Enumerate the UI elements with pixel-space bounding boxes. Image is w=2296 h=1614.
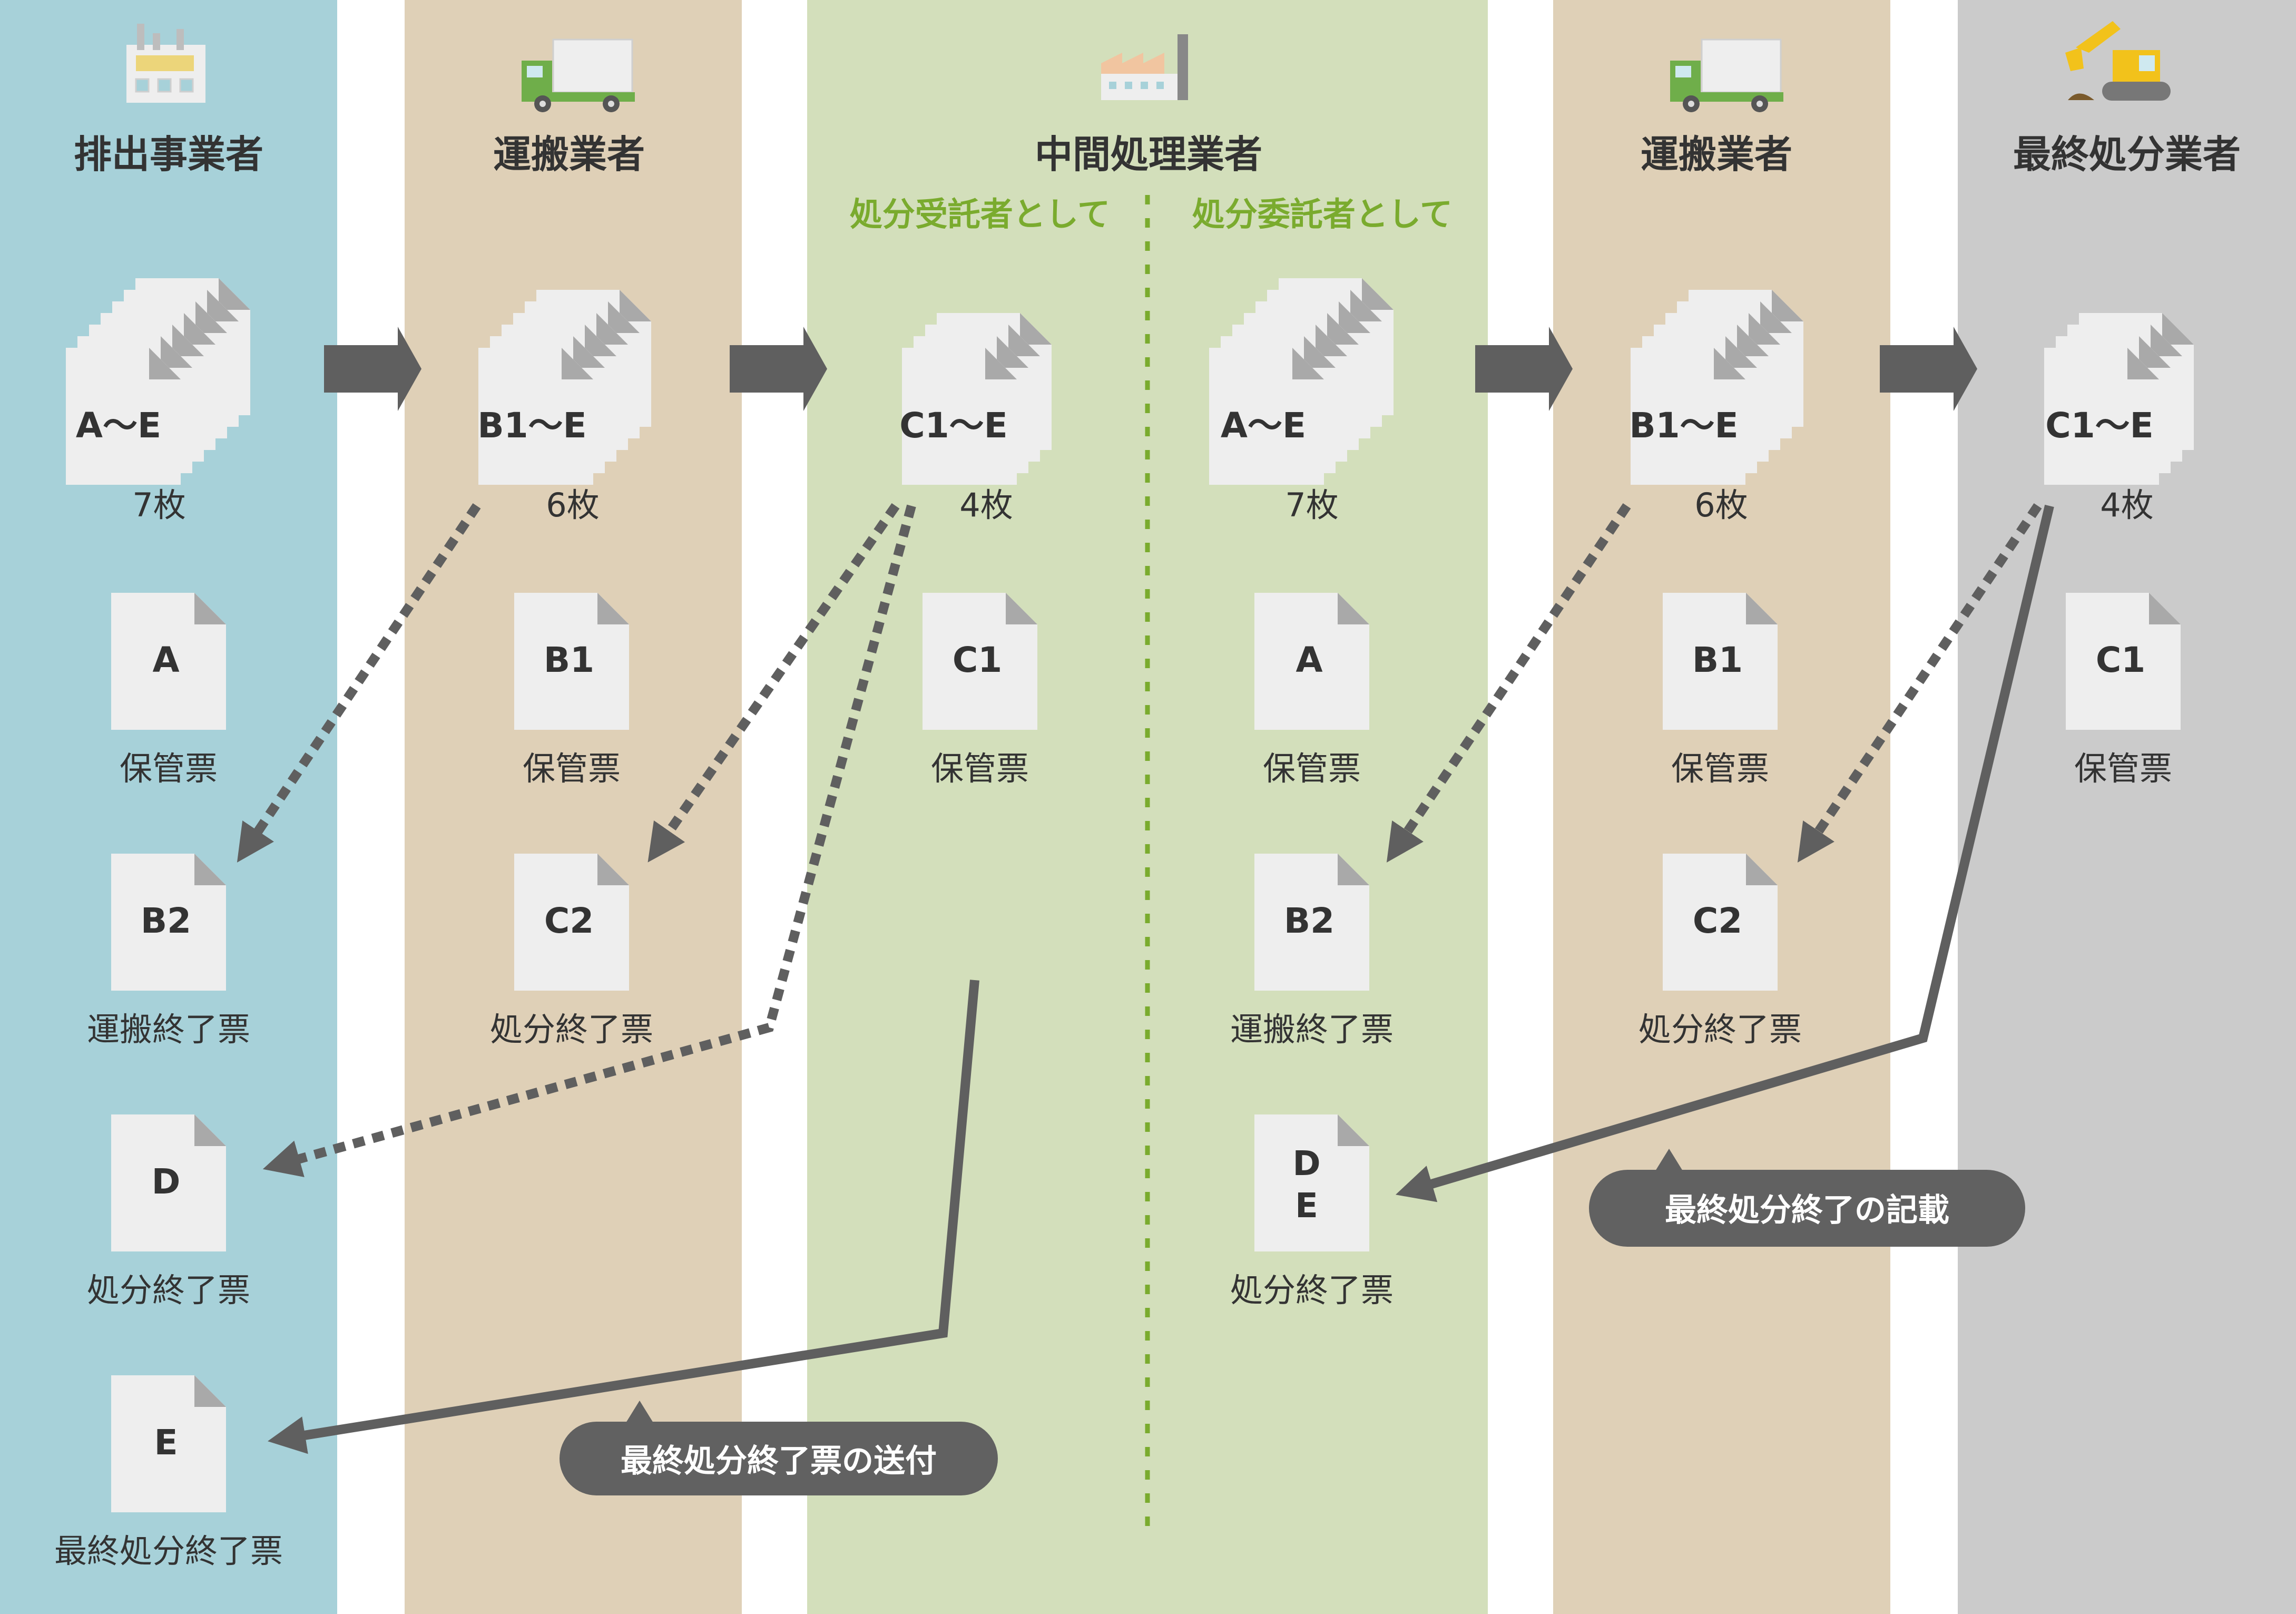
- return-arrow-b2-to-intermediate: [1386, 503, 1631, 863]
- flow-arrow-4: [1880, 327, 1977, 411]
- slip-name: 運搬終了票: [1230, 1010, 1394, 1049]
- stack-count: 7枚: [1285, 486, 1338, 524]
- callout-record-text: 最終処分終了の記載: [1665, 1192, 1949, 1229]
- intermediate-subtitles: 処分受託者として 処分委託者として: [850, 195, 1453, 233]
- factory-icon: [126, 24, 205, 103]
- slip-name: 処分終了票: [1638, 1010, 1802, 1049]
- stack-label: C1～E: [899, 405, 1007, 446]
- slip-emitter1-b2: B2 運搬終了票: [87, 854, 250, 1049]
- manifest-stack: C1～E 4枚: [899, 313, 1052, 524]
- flow-arrow-3: [1475, 327, 1573, 411]
- slip-inter_right-a: A 保管票: [1254, 593, 1369, 788]
- subtitle-as-contractor: 処分委託者として: [1192, 195, 1453, 233]
- send-arrow-e-to-emitter: [268, 980, 979, 1454]
- callout-record-final-disposal: 最終処分終了の記載: [1589, 1149, 2025, 1247]
- slip-name: 最終処分終了票: [54, 1532, 283, 1570]
- column-title-carrier2: 運搬業者: [1641, 132, 1792, 177]
- slip-inter_right-d: DE 処分終了票: [1230, 1114, 1394, 1309]
- slip-code: B2: [1284, 901, 1335, 941]
- stack-label: A～E: [76, 405, 161, 446]
- slip-code: B2: [141, 901, 191, 941]
- plant-icon: [1101, 34, 1188, 100]
- slip-code: B1: [544, 640, 594, 680]
- slip-name: 保管票: [1671, 749, 1769, 788]
- callout-send-box: [560, 1422, 998, 1495]
- slip-name: 処分終了票: [1230, 1271, 1394, 1309]
- slip-code: C2: [1693, 901, 1742, 941]
- column-title-intermediate: 中間処理業者: [1035, 132, 1262, 177]
- slip-code: A: [1296, 640, 1322, 680]
- arrows-layer: [237, 327, 2054, 1454]
- slip-inter_left-c1: C1 保管票: [923, 593, 1037, 788]
- stack-label: A～E: [1221, 405, 1306, 446]
- slip-code: B1: [1692, 640, 1743, 680]
- slip-carrier2-b1: B1 保管票: [1663, 593, 1778, 788]
- stack-label: C1～E: [2045, 405, 2153, 446]
- slip-name: 処分終了票: [87, 1271, 250, 1309]
- slip-name: 保管票: [931, 749, 1029, 788]
- slip-code: D: [1292, 1145, 1320, 1183]
- stack-count: 6枚: [1694, 486, 1748, 524]
- slip-final-c1: C1 保管票: [2066, 593, 2181, 788]
- return-arrow-c2-to-carrier2: [1797, 503, 2042, 863]
- manifest-stack: A～E 7枚: [1209, 278, 1394, 524]
- manifest-stack: A～E 7枚: [66, 278, 250, 524]
- stack-count: 4枚: [2100, 486, 2153, 524]
- slip-name: 運搬終了票: [87, 1010, 250, 1049]
- slip-code: C1: [953, 640, 1002, 680]
- flow-arrow-2: [730, 327, 827, 411]
- return-arrow-c2-to-carrier1: [647, 503, 900, 863]
- flow-arrow-1: [324, 327, 421, 411]
- slip-name: 保管票: [1263, 749, 1361, 788]
- manifest-stack: B1～E 6枚: [1629, 290, 1803, 524]
- stack-count: 4枚: [959, 486, 1013, 524]
- column-bg-final: [1958, 0, 2296, 1614]
- slip-code: E: [154, 1422, 178, 1463]
- slip-name: 保管票: [2074, 749, 2172, 788]
- return-arrow-b2-to-emitter: [237, 503, 481, 863]
- manifest-stack: B1～E 6枚: [477, 290, 651, 524]
- column-bg-emitter: [0, 0, 337, 1614]
- slip-carrier1-b1: B1 保管票: [514, 593, 629, 788]
- slip-code: E: [1295, 1187, 1318, 1226]
- column-title-emitter: 排出事業者: [74, 132, 263, 177]
- slip-carrier2-c2: C2 処分終了票: [1638, 854, 1802, 1049]
- slip-code: D: [152, 1161, 181, 1202]
- slip-code: A: [152, 640, 179, 680]
- manifest-stack: C1～E 4枚: [2044, 313, 2194, 524]
- callout-send-final-disposal-slip: 最終処分終了票の送付: [560, 1401, 998, 1495]
- subtitle-as-contractee: 処分受託者として: [850, 195, 1110, 233]
- slip-name: 保管票: [523, 749, 621, 788]
- truck-icon: [522, 38, 635, 112]
- stacks-layer: A～E 7枚 B1～E 6枚 C1～E 4枚 A～E 7枚 B1～E 6枚 C1～E 4枚: [66, 278, 2194, 524]
- column-title-carrier1: 運搬業者: [493, 132, 645, 177]
- slip-carrier1-c2: C2 処分終了票: [490, 854, 653, 1049]
- stack-label: B1～E: [477, 405, 586, 446]
- stack-count: 6枚: [546, 486, 599, 524]
- slip-name: 処分終了票: [490, 1010, 653, 1049]
- return-arrow-d-to-emitter: [262, 504, 916, 1178]
- stack-label: B1～E: [1629, 405, 1738, 446]
- excavator-icon: [2065, 21, 2171, 101]
- callout-record-pointer: [1655, 1149, 1683, 1171]
- slip-emitter1-e: E 最終処分終了票: [54, 1375, 283, 1570]
- column-titles: 排出事業者 運搬業者 中間処理業者 運搬業者 最終処分業者: [74, 132, 2241, 177]
- slip-name: 保管票: [120, 749, 218, 788]
- slip-inter_right-b2: B2 運搬終了票: [1230, 854, 1394, 1049]
- column-title-final: 最終処分業者: [2013, 132, 2241, 177]
- slip-code: C1: [2096, 640, 2145, 680]
- record-arrow-to-intermediate: [1395, 504, 2054, 1202]
- callout-send-pointer: [626, 1401, 653, 1423]
- callout-send-text: 最終処分終了票の送付: [621, 1443, 937, 1480]
- slips-layer: A 保管票 B2 運搬終了票 D 処分終了票 E 最終処分終了票 B1 保管票 C2 処分終了票 C1 保…: [54, 593, 2181, 1570]
- stack-count: 7枚: [132, 486, 185, 524]
- slip-emitter1-a: A 保管票: [111, 593, 226, 788]
- slip-emitter1-d: D 処分終了票: [87, 1114, 250, 1309]
- truck-icon: [1670, 38, 1783, 112]
- callout-record-box: [1589, 1170, 2025, 1247]
- slip-code: C2: [544, 901, 594, 941]
